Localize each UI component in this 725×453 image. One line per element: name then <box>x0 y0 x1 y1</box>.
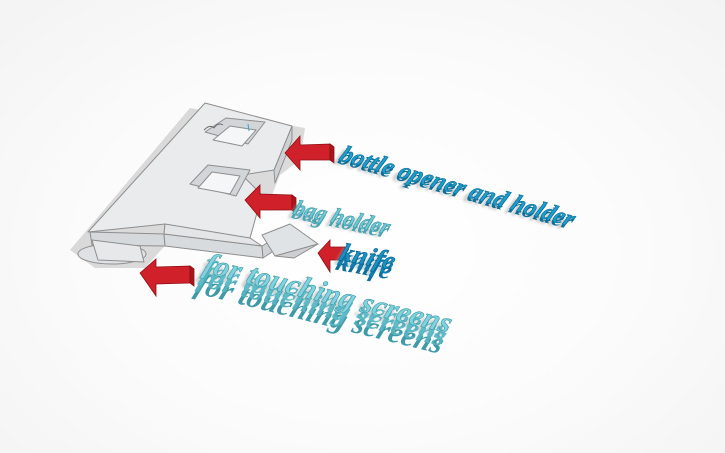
label-knife: knife knife knife knife <box>332 238 400 285</box>
multi-tool-model <box>77 102 319 265</box>
arrow-bag-holder-icon <box>244 184 297 220</box>
arrow-bottle-opener-icon <box>284 134 335 172</box>
arrow-knife-icon <box>317 238 346 274</box>
arrow-touch-screen-icon <box>139 258 195 298</box>
arrows <box>139 134 346 298</box>
